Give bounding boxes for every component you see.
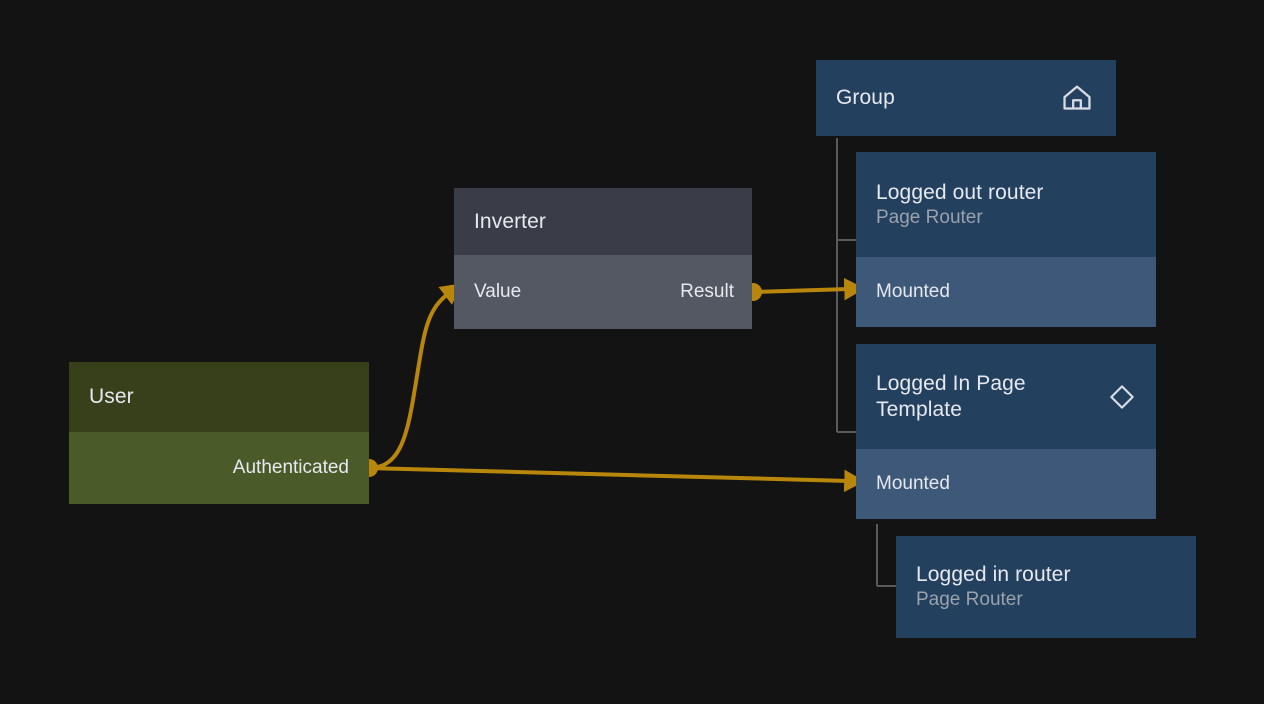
- logged-in-router-title: Logged in router: [916, 563, 1071, 586]
- node-group[interactable]: Group: [816, 60, 1116, 136]
- user-title: User: [89, 385, 134, 408]
- port-label-mounted: Mounted: [876, 473, 950, 494]
- port-label-mounted: Mounted: [876, 281, 950, 302]
- node-user[interactable]: User Authenticated: [69, 362, 369, 504]
- home-icon: [1060, 82, 1094, 114]
- user-output-port-authenticated[interactable]: Authenticated: [232, 457, 349, 478]
- inverter-title: Inverter: [474, 209, 546, 233]
- user-header[interactable]: User: [69, 362, 369, 432]
- node-logged-in-page-template[interactable]: Logged In Page Template Mounted: [856, 344, 1156, 519]
- group-header[interactable]: Group: [836, 60, 1094, 136]
- logged-in-template-header[interactable]: Logged In Page Template: [856, 344, 1156, 449]
- user-port-row[interactable]: Authenticated: [69, 432, 369, 504]
- node-inverter[interactable]: Inverter Value Result: [454, 188, 752, 329]
- edge-user-to-logged-in-template: [368, 466, 865, 493]
- logged-in-template-port-mounted[interactable]: Mounted: [856, 449, 1156, 519]
- logged-out-router-port-mounted[interactable]: Mounted: [856, 257, 1156, 327]
- logged-in-router-header[interactable]: Logged in router Page Router: [896, 536, 1196, 638]
- logged-out-router-subtitle: Page Router: [876, 206, 983, 228]
- diamond-icon: [1106, 381, 1138, 413]
- logged-in-template-title-line1: Logged In Page: [876, 371, 1026, 395]
- inverter-input-port-value[interactable]: Value: [474, 281, 522, 302]
- logged-in-router-subtitle: Page Router: [916, 589, 1023, 610]
- logged-out-router-header[interactable]: Logged out router Page Router: [856, 152, 1156, 257]
- inverter-output-port-result[interactable]: Result: [680, 281, 734, 302]
- logged-out-router-title: Logged out router: [876, 180, 1044, 204]
- inverter-header[interactable]: Inverter: [454, 188, 752, 255]
- node-logged-in-router[interactable]: Logged in router Page Router: [896, 536, 1196, 638]
- node-logged-out-router[interactable]: Logged out router Page Router Mounted: [856, 152, 1156, 327]
- edge-user-to-inverter: [368, 283, 462, 470]
- group-title: Group: [836, 86, 895, 109]
- logged-in-template-title-line2: Template: [876, 397, 963, 421]
- edge-inverter-to-logged-out: [753, 277, 865, 301]
- inverter-port-row[interactable]: Value Result: [454, 255, 752, 329]
